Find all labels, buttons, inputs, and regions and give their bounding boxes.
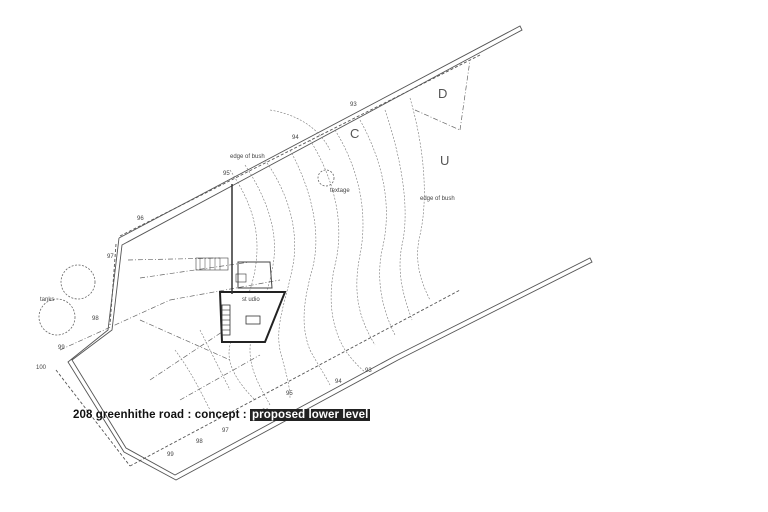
title-main: 208 greenhithe road : concept :: [73, 409, 251, 421]
textage-label: textage: [330, 188, 350, 194]
contour-label: 93: [350, 102, 357, 108]
contour-label: 97: [107, 254, 114, 260]
contour-label: 99: [167, 452, 174, 458]
contour-label: 95: [286, 391, 293, 397]
contour-label: 98: [196, 439, 203, 445]
contour-label: 98: [92, 316, 99, 322]
room-label: st udio: [242, 297, 260, 303]
title-highlight: proposed lower level: [250, 409, 371, 421]
letter-d: D: [438, 86, 447, 101]
contour-label: 99: [58, 345, 65, 351]
contour-label: 94: [292, 135, 299, 141]
contour-label: 94: [335, 379, 342, 385]
tanks: [38, 169, 335, 336]
contour-label: 93: [365, 368, 372, 374]
contour-label: 97: [222, 428, 229, 434]
letter-u: U: [440, 153, 449, 168]
building-footprint: st udio: [195, 184, 287, 343]
contour-label: 100: [36, 365, 47, 371]
drawing-title: 208 greenhithe road : concept : proposed…: [73, 409, 371, 421]
edge-of-bush-label: edge of bush: [420, 196, 455, 202]
letter-c: C: [350, 126, 359, 141]
edge-of-bush-label: edge of bush: [230, 154, 265, 160]
contour-label: 96: [137, 216, 144, 222]
site-boundary: [55, 25, 593, 481]
tanks-label: tanks: [40, 297, 54, 303]
contour-label: 95: [223, 171, 230, 177]
